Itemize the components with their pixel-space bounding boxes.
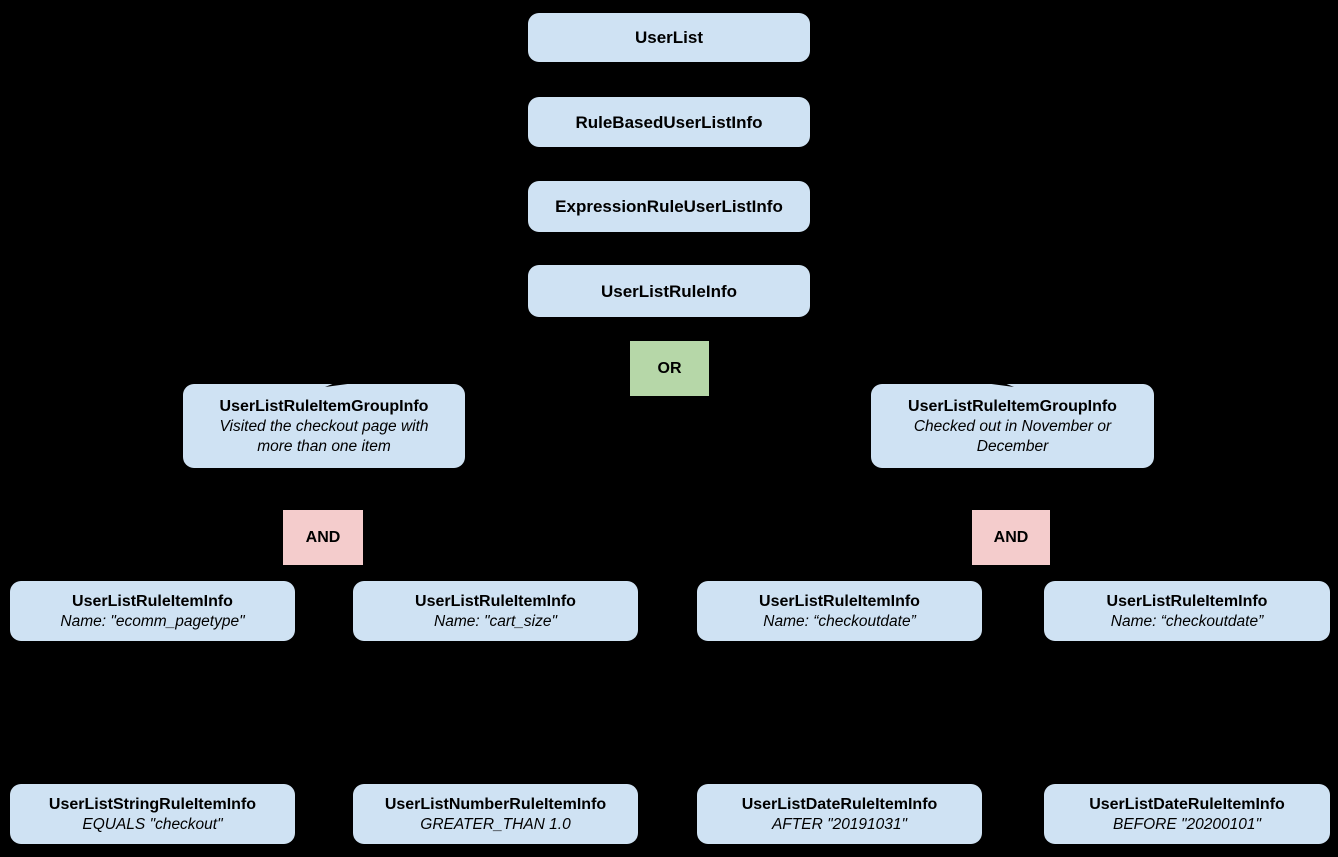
node-subtitle: Name: "ecomm_pagetype" (60, 612, 245, 630)
node-group-checked-out-nov-dec: UserListRuleItemGroupInfo Checked out in… (871, 384, 1154, 468)
node-group-checkout-page: UserListRuleItemGroupInfo Visited the ch… (183, 384, 465, 468)
node-numberruleitem-greater-than: UserListNumberRuleItemInfo GREATER_THAN … (353, 784, 638, 844)
node-title: UserListStringRuleItemInfo (48, 795, 257, 813)
node-title: UserListNumberRuleItemInfo (384, 795, 607, 813)
node-stringruleitem-equals-checkout: UserListStringRuleItemInfo EQUALS "check… (10, 784, 295, 844)
node-subtitle: Name: “checkoutdate” (763, 612, 916, 630)
node-label: UserList (634, 28, 704, 47)
node-label: ExpressionRuleUserListInfo (555, 197, 783, 216)
node-subtitle: EQUALS "checkout" (82, 815, 223, 833)
node-ruleitem-checkoutdate-2: UserListRuleItemInfo Name: “checkoutdate… (1044, 581, 1330, 641)
node-ruleitem-checkoutdate-1: UserListRuleItemInfo Name: “checkoutdate… (697, 581, 982, 641)
node-ruleitem-cart-size: UserListRuleItemInfo Name: "cart_size" (353, 581, 638, 641)
node-dateruleitem-before: UserListDateRuleItemInfo BEFORE "2020010… (1044, 784, 1330, 844)
node-userlist: UserList (528, 13, 810, 62)
node-label: UserListRuleInfo (600, 281, 738, 301)
arrowhead-down-right-icon (984, 375, 1014, 387)
node-title: UserListRuleItemInfo (759, 592, 920, 610)
node-title: UserListRuleItemGroupInfo (219, 397, 429, 415)
node-subtitle: AFTER "20191031" (771, 815, 908, 833)
node-title: UserListDateRuleItemInfo (741, 795, 938, 813)
node-userlistruleinfo: UserListRuleInfo (528, 265, 810, 317)
node-title: UserListDateRuleItemInfo (1089, 795, 1285, 813)
and-operator-box-left: AND (283, 510, 363, 565)
node-ruleitem-ecomm-pagetype: UserListRuleItemInfo Name: "ecomm_pagety… (10, 581, 295, 641)
node-subtitle: GREATER_THAN 1.0 (420, 815, 571, 833)
node-expressionruleuserlistinfo: ExpressionRuleUserListInfo (528, 181, 810, 232)
or-operator-box: OR (630, 341, 709, 396)
node-rulebaseduserlistinfo: RuleBasedUserListInfo (528, 97, 810, 147)
node-description: Checked out in November or December (913, 417, 1112, 455)
node-label: RuleBasedUserListInfo (575, 112, 763, 132)
node-title: UserListRuleItemInfo (415, 592, 576, 610)
node-dateruleitem-after: UserListDateRuleItemInfo AFTER "20191031… (697, 784, 982, 844)
node-title: UserListRuleItemGroupInfo (908, 397, 1117, 415)
node-description: Visited the checkout page with more than… (219, 417, 429, 455)
node-title: UserListRuleItemInfo (72, 592, 233, 610)
node-subtitle: Name: "cart_size" (434, 612, 557, 630)
node-subtitle: BEFORE "20200101" (1112, 815, 1261, 833)
arrowhead-down-left-icon (325, 375, 355, 387)
and-operator-box-right: AND (972, 510, 1050, 565)
node-subtitle: Name: “checkoutdate” (1110, 612, 1264, 630)
node-title: UserListRuleItemInfo (1106, 592, 1268, 610)
